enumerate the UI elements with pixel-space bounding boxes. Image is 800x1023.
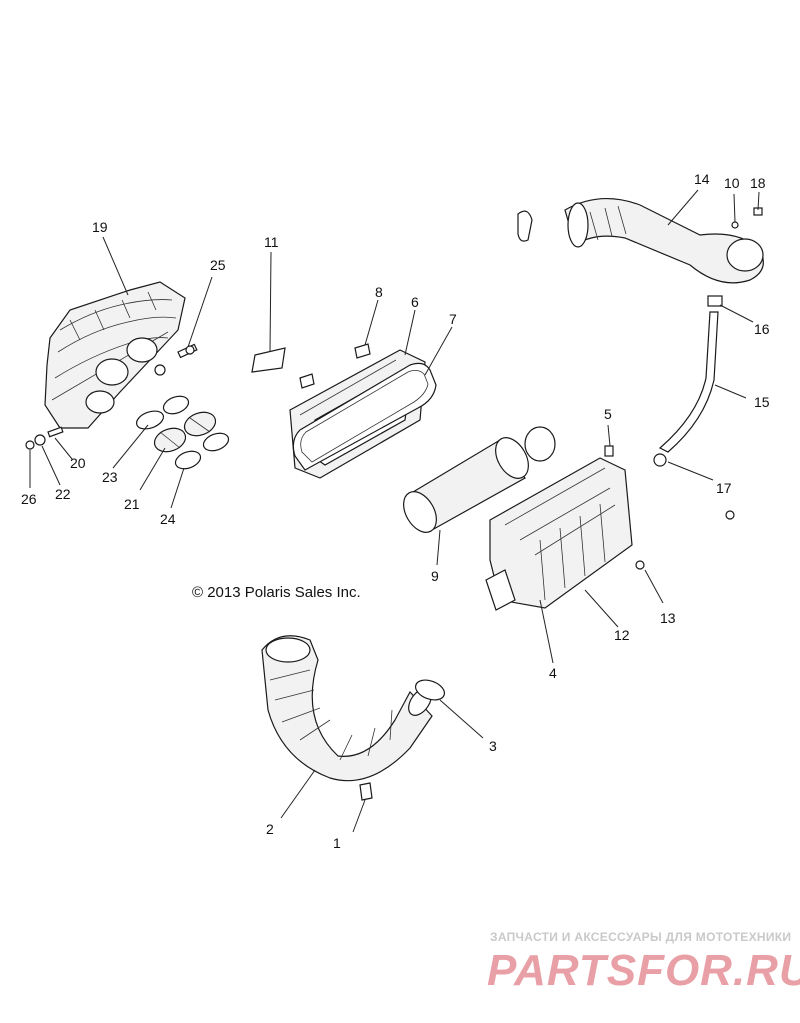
- callout-6: 6: [411, 294, 419, 310]
- watermark-brand-part1: PARTS: [487, 946, 637, 995]
- part-7-gasket: [292, 362, 437, 471]
- part-10-fitting: [731, 221, 739, 229]
- part-9-filter: [403, 437, 529, 533]
- callout-20: 20: [70, 455, 86, 471]
- watermark-brand: PARTSFOR.RU: [487, 946, 800, 995]
- part-16-fitting: [707, 295, 723, 307]
- callout-12: 12: [614, 627, 630, 643]
- callout-25: 25: [210, 257, 226, 273]
- callout-26: 26: [21, 491, 37, 507]
- part-1-grommet: [359, 782, 373, 801]
- callout-10: 10: [724, 175, 740, 191]
- callout-3: 3: [489, 738, 497, 754]
- part-15-hose: [658, 311, 719, 453]
- callout-17: 17: [716, 480, 732, 496]
- part-5-clip: [604, 445, 614, 457]
- callout-15: 15: [754, 394, 770, 410]
- callout-21: 21: [124, 496, 140, 512]
- callout-16: 16: [754, 321, 770, 337]
- part-11-decal: [251, 347, 286, 373]
- part-22-washer: [34, 434, 46, 446]
- callout-9: 9: [431, 568, 439, 584]
- callout-1: 1: [333, 835, 341, 851]
- callout-23: 23: [102, 469, 118, 485]
- watermark-tagline: ЗАПЧАСТИ И АКСЕССУАРЫ ДЛЯ МОТОТЕХНИКИ: [490, 930, 791, 944]
- callout-24: 24: [160, 511, 176, 527]
- ring-seal: [524, 426, 556, 462]
- clamp-icon: [517, 210, 533, 242]
- part-4-housing: [485, 457, 633, 611]
- part-20-stud: [47, 426, 64, 438]
- part-25-bolt: [177, 343, 198, 359]
- callout-7: 7: [449, 311, 457, 327]
- callout-11: 11: [264, 234, 279, 250]
- part-13-bolt: [635, 560, 645, 570]
- callout-13: 13: [660, 610, 676, 626]
- nut-icon: [154, 364, 166, 376]
- callout-5: 5: [604, 406, 612, 422]
- part-26-nut: [25, 440, 35, 450]
- part-19-plenum: [44, 281, 186, 429]
- part-17-clamp: [653, 453, 667, 467]
- part-23-21-24-boots: [135, 395, 230, 470]
- callout-14: 14: [694, 171, 710, 187]
- leader-lines: [29, 189, 760, 833]
- callout-4: 4: [549, 665, 557, 681]
- watermark-brand-part2: FOR.RU: [637, 946, 800, 995]
- callout-19: 19: [92, 219, 108, 235]
- part-14-duct: [564, 197, 764, 284]
- callout-labels: 1 2 3 4 5 6 7 8 9 10 11 12 13 14 15 16 1…: [21, 171, 770, 851]
- part-8-latches: [299, 343, 371, 389]
- callout-18: 18: [750, 175, 766, 191]
- copyright-notice: © 2013 Polaris Sales Inc.: [192, 584, 361, 601]
- bolt-icon: [725, 510, 735, 520]
- part-3-clamp: [414, 679, 446, 701]
- callout-22: 22: [55, 486, 71, 502]
- watermark: ЗАПЧАСТИ И АКСЕССУАРЫ ДЛЯ МОТОТЕХНИКИ PA…: [487, 930, 800, 995]
- part-2-inlet-duct: [261, 635, 433, 782]
- callout-8: 8: [375, 284, 383, 300]
- callout-2: 2: [266, 821, 274, 837]
